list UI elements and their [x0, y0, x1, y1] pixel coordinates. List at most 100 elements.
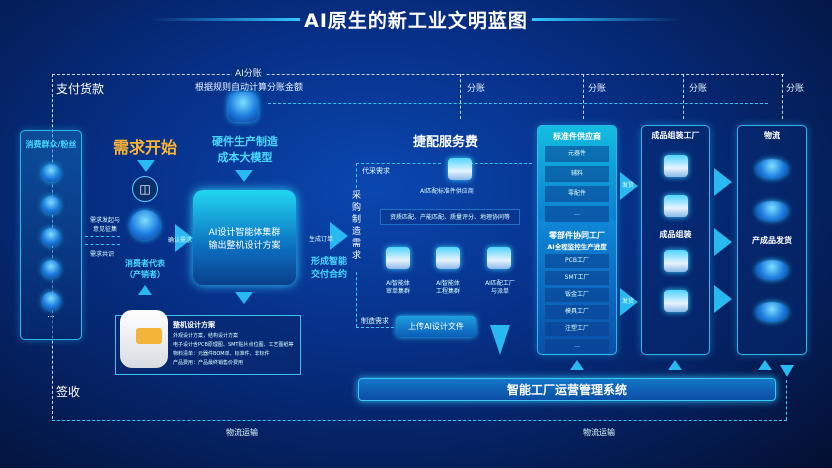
ship-label: 发货 [622, 298, 635, 305]
arrow-down [137, 160, 155, 172]
logistics-mid: 产成品发货 [752, 236, 792, 245]
cost-model-icon [228, 92, 258, 122]
supplier-match-label: AI匹配标准件供应商 [420, 188, 474, 195]
user-icon [42, 260, 60, 278]
rep-line2: （产销者） [125, 270, 165, 279]
agent-label-l2: 工程集群 [435, 288, 460, 295]
consensus-arrow [85, 244, 120, 245]
agent-icon [436, 247, 460, 269]
transport-label: 物流运输 [583, 428, 615, 437]
factory-item: 注塑工厂 [545, 322, 609, 336]
plan-lines: 外观设计方案，结构设计方案 电子设计含PCB原理图、SMT贴片点位图、工艺图纸等… [173, 332, 293, 368]
cost-line2: 成本大模型 [217, 151, 273, 164]
user-icon [42, 292, 60, 310]
consumers-panel: 消费群众/粉丝 ... [20, 130, 82, 340]
factory-item: 钣金工厂 [545, 288, 609, 302]
ship-label: 发货 [622, 182, 635, 189]
confirm-label: 确认需求 [168, 237, 193, 244]
logistics-panel: 物流 产成品发货 [737, 125, 807, 355]
suppliers-title: 标准件供应商 [553, 132, 601, 141]
consumer-rep-icon [130, 210, 160, 240]
jiepei-fee: 捷配服务费 [413, 135, 479, 150]
agent-label: AI匹配工厂与派单 [480, 280, 520, 296]
ai-design-line1: AI设计智能体集群 [208, 227, 281, 238]
arrow-down [235, 292, 253, 304]
collect-label: 需求发起与意见征集 [89, 217, 120, 233]
arrow-up [138, 285, 152, 295]
demand-start: 需求开始 [113, 138, 178, 157]
delivery-icon [756, 201, 788, 221]
factory-icon [663, 250, 688, 272]
arrow-down [780, 365, 794, 377]
split-label: 分账 [689, 84, 708, 94]
arrow-right [714, 228, 732, 256]
criteria-box: 资质匹配、产能匹配、质量评分、地理协同等 [380, 209, 520, 225]
arrow-right [620, 172, 638, 200]
plan-title: 整机设计方案 [173, 321, 215, 329]
transport-line [52, 420, 787, 421]
user-icon [42, 228, 60, 246]
delivery-icon [756, 260, 788, 280]
title-decoration-left [150, 18, 300, 21]
transport-label: 物流运输 [226, 428, 258, 437]
factory-management-system: 智能工厂运营管理系统 [358, 378, 776, 401]
delivery-icon [756, 159, 788, 179]
pay-label: 支付货款 [56, 82, 105, 96]
upload-design-file-button[interactable]: 上传AI设计文件 [396, 316, 476, 337]
cost-model-label: 硬件生产制造成本大模型 [205, 133, 285, 165]
rep-line1: 消费者代表 [125, 259, 165, 268]
collect-arrow [85, 236, 120, 237]
split-line-1 [460, 74, 461, 119]
consumers-more: ... [47, 310, 55, 319]
consumers-title: 消费群众/粉丝 [25, 140, 77, 149]
agent-label: AI智能体工程集群 [430, 280, 466, 296]
agent-label-l2: 与派单 [490, 288, 509, 295]
arrow-right [714, 168, 732, 196]
cost-line1: 硬件生产制造 [212, 135, 278, 148]
sign-label: 签收 [56, 385, 81, 399]
split-line-4 [782, 74, 783, 119]
plan-line: 电子设计含PCB原理图、SMT贴片点位图、工艺图纸等 [173, 342, 294, 348]
factory-item: ... [545, 339, 609, 353]
mfg-line [356, 327, 394, 328]
user-icon [42, 164, 60, 182]
agent-icon [386, 247, 410, 269]
supplier-item: ... [545, 206, 609, 222]
logistics-title: 物流 [764, 131, 780, 140]
arrow-down [235, 170, 253, 182]
procure-line-bottom [356, 272, 357, 327]
arrow-up [570, 360, 584, 370]
proxy-line [356, 163, 441, 164]
factory-icon [663, 195, 688, 217]
ai-design-line2: 输出整机设计方案 [208, 240, 281, 251]
agent-label-l1: AI智能体 [386, 280, 410, 287]
consumer-rep-label: 消费者代表 （产销者） [120, 258, 170, 280]
contract-line1: 形成智能 [310, 257, 347, 267]
coop-sub: AI全程监控生产进度 [547, 243, 607, 251]
suppliers-panel: 标准件供应商 元器件 辅料 零配件 ... 零部件协同工厂 AI全程监控生产进度… [537, 125, 617, 355]
factory-item: PCB工厂 [545, 254, 609, 268]
split-line-3 [683, 74, 684, 119]
assembly-panel: 成品组装工厂 成品组装 [641, 125, 710, 355]
arrow-right [620, 288, 638, 316]
arrow-up [668, 360, 682, 370]
design-plan-box: 整机设计方案 外观设计方案，结构设计方案 电子设计含PCB原理图、SMT贴片点位… [115, 310, 301, 375]
factory-icon [663, 290, 688, 312]
agent-label-l1: AI智能体 [436, 280, 460, 287]
proxy-line-2 [470, 163, 532, 164]
mfg-demand-label: 制造需求 [361, 317, 389, 325]
order-label: 生成订单 [309, 236, 334, 243]
feedback-line [268, 103, 768, 104]
supplier-item: 元器件 [545, 146, 609, 162]
rice-cooker-icon: ◫ [132, 176, 158, 202]
arrow-right [714, 285, 732, 313]
payment-line [52, 74, 784, 75]
supplier-match-icon [448, 158, 472, 180]
coop-title: 零部件协同工厂 [549, 231, 605, 240]
supplier-item: 辅料 [545, 166, 609, 182]
split-label: 分账 [786, 84, 805, 94]
plan-line: 外观设计方案，结构设计方案 [173, 333, 239, 339]
ai-split-desc: 根据规则自动计算分账金额 [195, 83, 304, 93]
split-line-2 [583, 74, 584, 119]
assembly-title: 成品组装工厂 [651, 131, 700, 140]
